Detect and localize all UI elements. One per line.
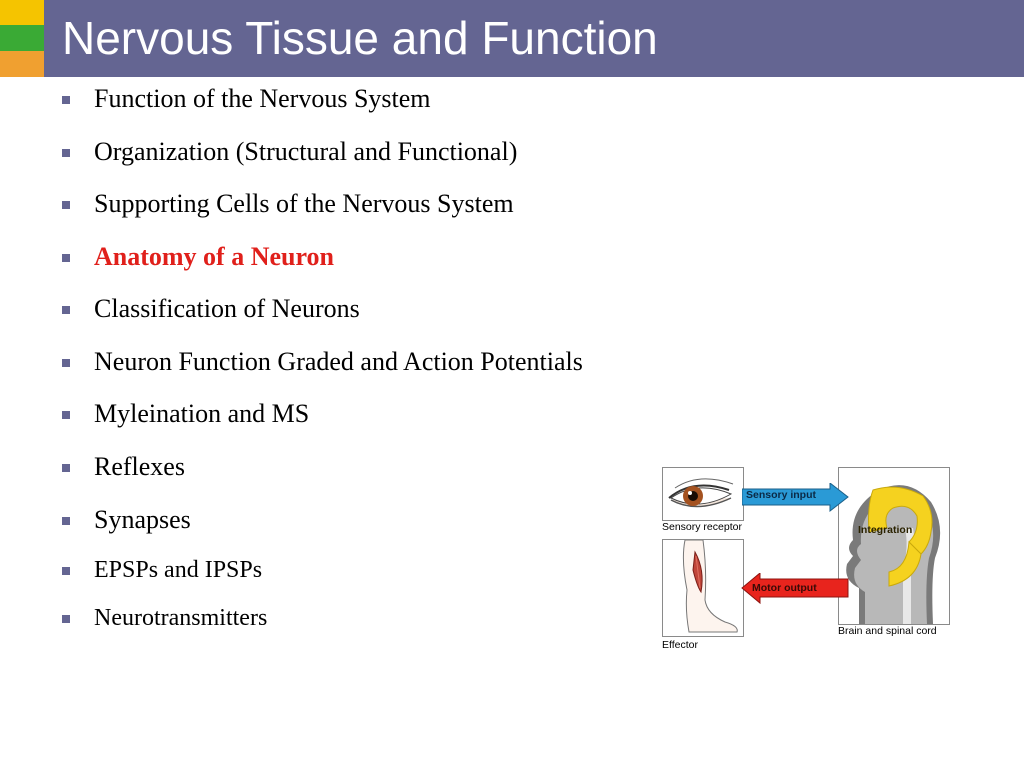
bullet-text: Neurotransmitters bbox=[94, 605, 268, 631]
eye-icon bbox=[668, 478, 734, 508]
bullet-text: EPSPs and IPSPs bbox=[94, 557, 263, 583]
bullet-square-icon bbox=[62, 306, 70, 314]
effector-panel bbox=[662, 539, 744, 637]
sensory-receptor-panel bbox=[662, 467, 744, 521]
accent-stripe-yellow bbox=[0, 0, 44, 25]
bullet-square-icon bbox=[62, 464, 70, 472]
bullet-square-icon bbox=[62, 411, 70, 419]
bullet-text: Organization (Structural and Functional) bbox=[94, 137, 518, 166]
motor-output-label: Motor output bbox=[752, 582, 817, 594]
bullet-square-icon bbox=[62, 517, 70, 525]
bullet-text: Classification of Neurons bbox=[94, 294, 360, 323]
bullet-square-icon bbox=[62, 254, 70, 262]
motor-output-arrow bbox=[741, 573, 849, 605]
bullet-text: Anatomy of a Neuron bbox=[94, 242, 335, 271]
integration-label: Integration bbox=[858, 524, 913, 536]
bullet-text: Supporting Cells of the Nervous System bbox=[94, 189, 514, 218]
accent-stripe-green bbox=[0, 25, 44, 51]
bullet-text: Function of the Nervous System bbox=[94, 84, 431, 113]
bullet-text: Synapses bbox=[94, 505, 191, 534]
head-profile-icon bbox=[846, 485, 941, 624]
bullet-text: Myleination and MS bbox=[94, 399, 310, 428]
effector-label: Effector bbox=[662, 639, 698, 651]
bullet-square-icon bbox=[62, 359, 70, 367]
sensory-receptor-label: Sensory receptor bbox=[662, 521, 742, 533]
bullet-square-icon bbox=[62, 567, 70, 575]
accent-stripe-orange bbox=[0, 51, 44, 77]
brain-spinal-cord-label: Brain and spinal cord bbox=[838, 625, 937, 637]
bullet-square-icon bbox=[62, 149, 70, 157]
bullet-text: Neuron Function Graded and Action Potent… bbox=[94, 347, 583, 376]
sensory-input-label: Sensory input bbox=[746, 489, 817, 501]
bullet-square-icon bbox=[62, 96, 70, 104]
bullet-text: Reflexes bbox=[94, 452, 185, 481]
reflex-diagram: Sensory receptor Effector Brain and spin… bbox=[660, 465, 960, 655]
bullet-square-icon bbox=[62, 615, 70, 623]
title-bar: Nervous Tissue and Function bbox=[0, 0, 1024, 77]
sensory-input-arrow bbox=[742, 483, 849, 513]
bullet-square-icon bbox=[62, 201, 70, 209]
leg-muscle-icon bbox=[682, 539, 738, 633]
brain-panel bbox=[838, 467, 950, 625]
slide-title: Nervous Tissue and Function bbox=[62, 12, 658, 64]
